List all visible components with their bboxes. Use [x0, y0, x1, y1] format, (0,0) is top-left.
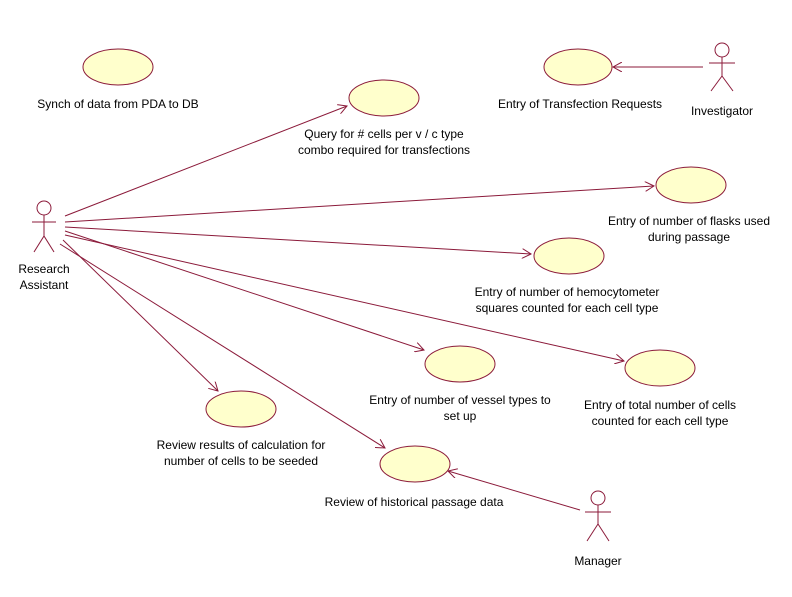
actor-research-assistant-icon[interactable]: [32, 200, 56, 253]
actor-research-assistant-label: Research Assistant: [18, 262, 70, 292]
use-case-vessel-types-label: Entry of number of vessel types to set u…: [369, 393, 551, 423]
use-case-review-results[interactable]: [205, 390, 277, 428]
assoc-manager-historical: [448, 471, 581, 511]
actor-investigator-label: Investigator: [690, 104, 754, 118]
use-case-total-cells[interactable]: [624, 349, 696, 387]
use-case-review-results-label: Review results of calculation for number…: [156, 438, 326, 468]
assoc-review-results: [62, 239, 218, 391]
use-case-transfection-requests[interactable]: [543, 48, 613, 86]
assoc-total-cells: [64, 234, 624, 361]
use-case-flasks[interactable]: [655, 166, 727, 204]
assoc-query-cells: [64, 106, 347, 217]
use-case-hemocytometer-label: Entry of number of hemocytometer squares…: [474, 285, 660, 315]
use-case-flasks-label: Entry of number of flasks used during pa…: [607, 214, 771, 244]
use-case-total-cells-label: Entry of total number of cells counted f…: [583, 398, 737, 428]
assoc-historical: [59, 243, 385, 448]
actor-manager-icon[interactable]: [585, 490, 611, 542]
use-case-query-cells-label: Query for # cells per v / c type combo r…: [297, 127, 471, 157]
use-case-query-cells[interactable]: [348, 79, 420, 117]
actor-investigator-icon[interactable]: [709, 42, 735, 92]
use-case-vessel-types[interactable]: [424, 345, 496, 383]
assoc-flasks: [64, 186, 654, 223]
use-case-synch-label: Synch of data from PDA to DB: [37, 97, 199, 111]
actor-manager-label: Manager: [574, 554, 622, 568]
assoc-vessel-types: [64, 230, 424, 350]
assoc-hemocytometer: [64, 226, 531, 254]
use-case-synch[interactable]: [82, 48, 154, 86]
use-case-historical[interactable]: [379, 445, 451, 483]
use-case-historical-label: Review of historical passage data: [324, 495, 504, 509]
use-case-hemocytometer[interactable]: [533, 237, 605, 275]
use-case-transfection-requests-label: Entry of Transfection Requests: [497, 97, 663, 111]
